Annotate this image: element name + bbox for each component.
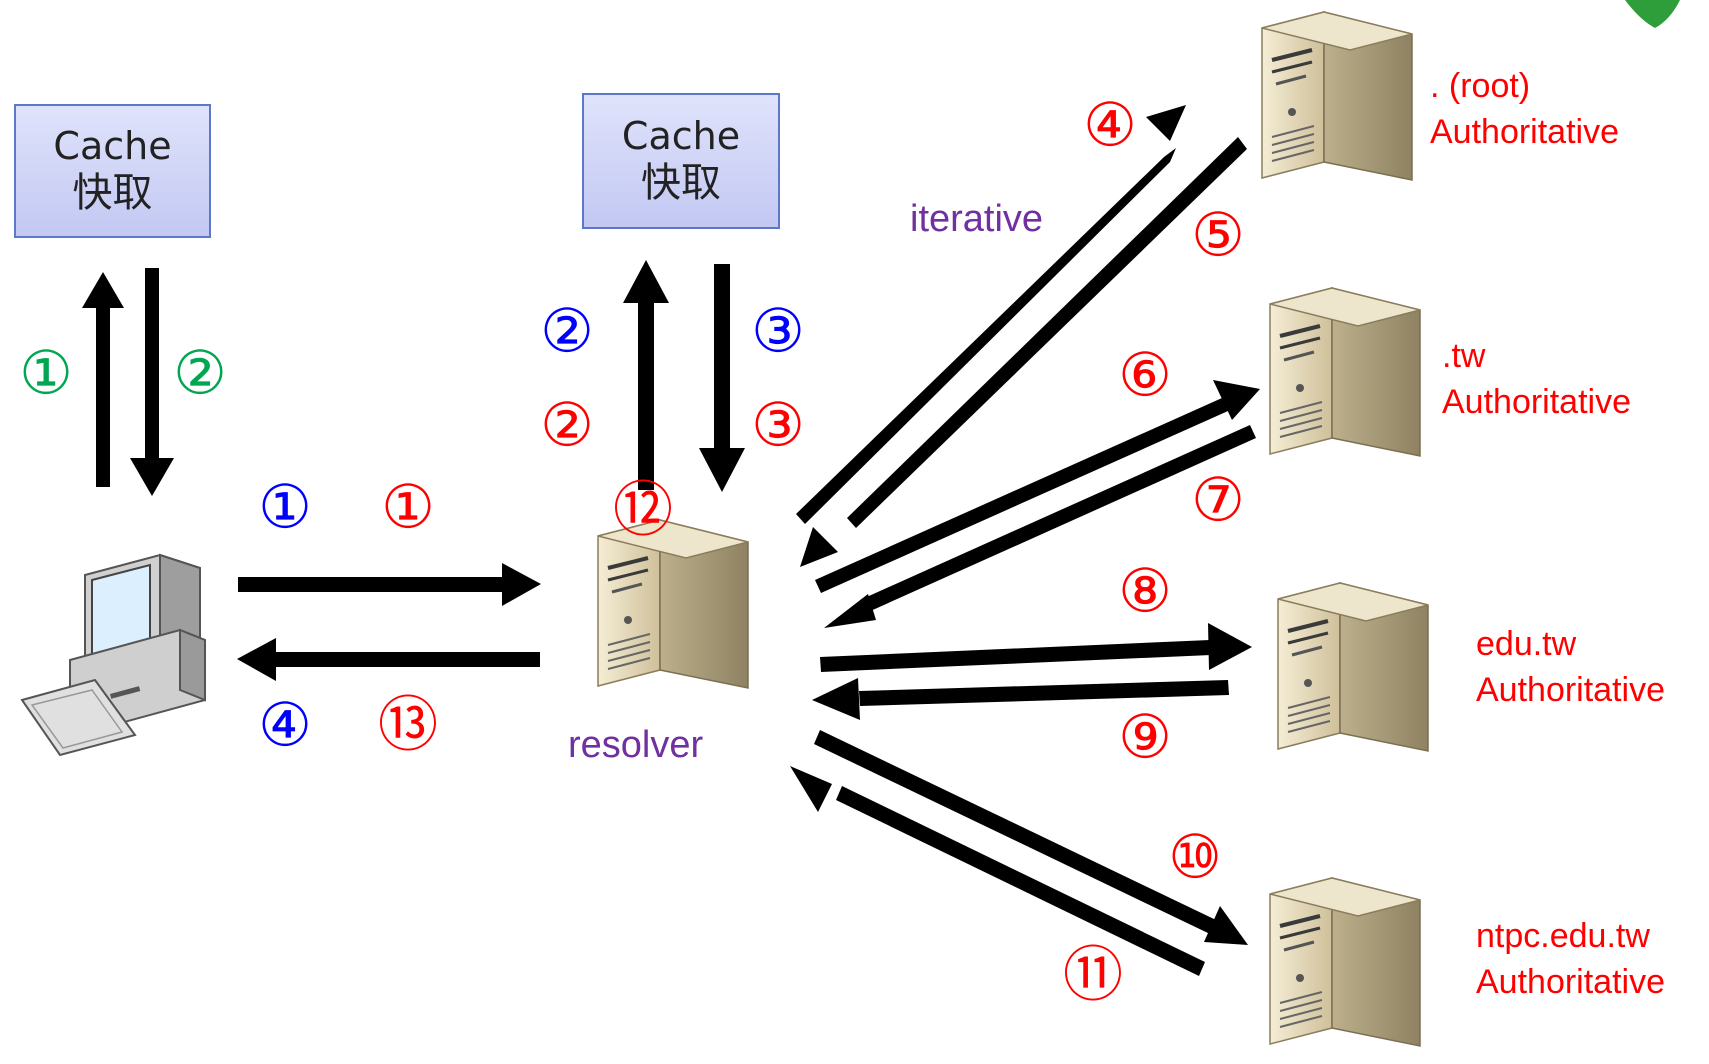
arrow-resolver-to-client	[237, 638, 540, 681]
arrow-from-edu-tw	[859, 680, 1229, 706]
arrow-to-tw-head	[1213, 380, 1260, 420]
step-blue-4: ④	[258, 691, 312, 761]
arrow-to-tw	[815, 398, 1228, 593]
step-blue-3: ③	[751, 297, 805, 367]
arrow-to-edu-tw-head	[1208, 623, 1252, 670]
arrow-resolver-to-cache	[623, 260, 669, 490]
step-red-3: ③	[751, 391, 805, 461]
step-red-12: ⑫	[613, 476, 673, 546]
step-blue-1: ①	[258, 473, 312, 543]
ntpc-edu-tw-server-icon	[1268, 876, 1422, 1048]
cache-label: Cache	[53, 124, 172, 169]
arrow-from-root-head	[800, 527, 838, 567]
arrows	[82, 105, 1260, 976]
arrow-from-tw-head	[824, 594, 876, 628]
arrow-client-to-cache	[82, 272, 124, 487]
root-server-icon	[1260, 10, 1414, 182]
server-role: Authoritative	[1476, 962, 1665, 1001]
arrow-from-root	[847, 137, 1247, 528]
client-cache-box: Cache 快取	[14, 104, 211, 238]
cache-label-zh: 快取	[72, 169, 153, 216]
tw-server-icon	[1268, 286, 1422, 458]
server-role: Authoritative	[1442, 382, 1631, 421]
resolver-label: resolver	[568, 724, 704, 766]
step-green-1: ①	[19, 339, 73, 409]
step-red-6: ⑥	[1118, 341, 1172, 411]
step-red-11: ⑪	[1063, 941, 1123, 1011]
resolver-cache-box: Cache 快取	[582, 93, 780, 229]
server-name: . (root)	[1430, 67, 1531, 105]
edu-tw-server-icon	[1276, 581, 1430, 753]
arrow-to-ntpc	[814, 730, 1216, 934]
arrow-to-edu-tw	[820, 640, 1211, 672]
step-red-8: ⑧	[1118, 557, 1172, 627]
server-name: .tw	[1442, 337, 1486, 375]
tw-server-label: .tw Authoritative	[1442, 334, 1631, 426]
arrow-to-root-head	[1146, 105, 1186, 141]
arrow-from-ntpc-head	[790, 766, 832, 812]
arrow-cache-to-client	[130, 268, 174, 496]
logo-leaf-icon	[1625, 0, 1680, 28]
step-red-10: ⑩	[1168, 823, 1222, 893]
arrow-client-to-resolver	[238, 563, 541, 606]
cache-label-zh: 快取	[641, 159, 721, 206]
edu-tw-server-label: edu.tw Authoritative	[1476, 622, 1665, 714]
arrow-to-root	[796, 148, 1176, 524]
step-markers: ① ② ① ② ③ ④ ① ② ③ ④ ⑤ ⑥ ⑦ ⑧ ⑨ ⑩ ⑪ ⑫ ⑬	[19, 91, 1245, 1011]
arrow-cache-to-resolver	[699, 264, 745, 492]
root-server-label: . (root) Authoritative	[1430, 64, 1619, 156]
step-red-9: ⑨	[1118, 703, 1172, 773]
arrow-to-ntpc-head	[1204, 906, 1248, 945]
step-blue-2: ②	[540, 297, 594, 367]
step-red-7: ⑦	[1191, 466, 1245, 536]
step-red-1: ①	[381, 473, 435, 543]
server-role: Authoritative	[1430, 112, 1619, 151]
arrow-from-ntpc	[836, 786, 1205, 976]
ntpc-edu-tw-server-label: ntpc.edu.tw Authoritative	[1476, 914, 1665, 1006]
arrow-from-edu-tw-head	[812, 678, 860, 720]
iterative-label: iterative	[910, 198, 1044, 240]
client-computer-icon	[20, 553, 206, 757]
server-name: edu.tw	[1476, 625, 1577, 663]
cache-label: Cache	[621, 114, 741, 159]
server-role: Authoritative	[1476, 670, 1665, 709]
arrow-from-tw	[860, 425, 1256, 613]
server-name: ntpc.edu.tw	[1476, 917, 1650, 955]
step-red-5: ⑤	[1191, 201, 1245, 271]
step-red-4: ④	[1083, 91, 1137, 161]
step-green-2: ②	[173, 339, 227, 409]
step-red-13: ⑬	[378, 691, 438, 761]
step-red-2: ②	[540, 391, 594, 461]
